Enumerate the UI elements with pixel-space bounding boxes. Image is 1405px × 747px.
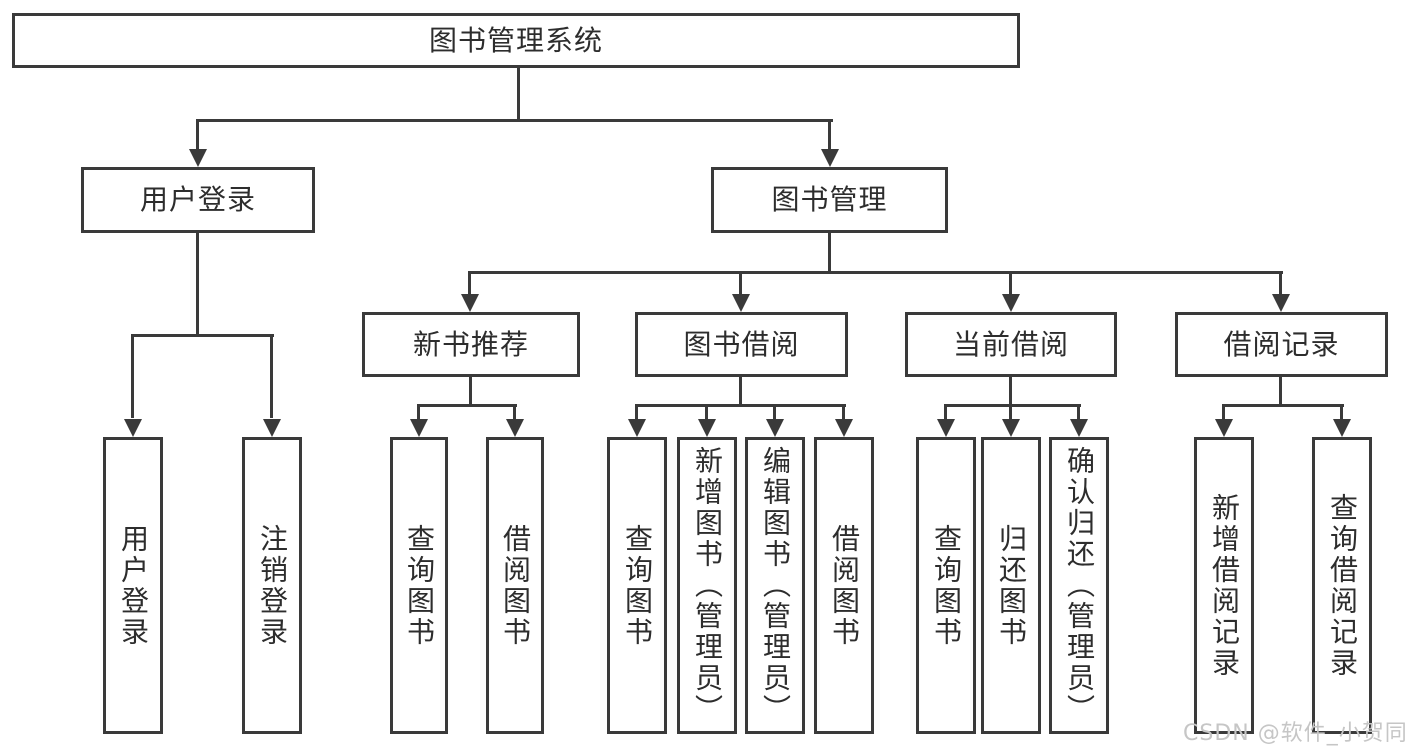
node-user-login: 用户登录 [81, 167, 315, 233]
connector-line [270, 334, 273, 418]
node-book-management: 图书管理 [711, 167, 948, 233]
arrow-down-icon [1002, 419, 1020, 437]
node-new-book-recommend: 新书推荐 [362, 312, 580, 377]
connector-line [705, 404, 708, 419]
connector-line [1222, 404, 1225, 419]
connector-line [196, 233, 199, 336]
arrow-down-icon [506, 419, 524, 437]
arrow-down-icon [766, 419, 784, 437]
connector-line [1009, 404, 1012, 419]
node-leaf-query-books-recommend: 查询图书 [390, 437, 448, 734]
node-leaf-return-books: 归还图书 [981, 437, 1041, 734]
connector-line [1279, 271, 1282, 296]
connector-line [1077, 404, 1080, 419]
connector-line [417, 404, 517, 407]
connector-line [1009, 271, 1012, 296]
node-leaf-confirm-return-admin: 确认归还（管理员） [1049, 437, 1109, 734]
connector-line [1222, 404, 1344, 407]
connector-line [842, 404, 845, 419]
node-leaf-borrow-books-recommend: 借阅图书 [486, 437, 544, 734]
arrow-down-icon [189, 149, 207, 167]
arrow-down-icon [835, 419, 853, 437]
connector-line [196, 119, 833, 122]
node-root: 图书管理系统 [12, 13, 1020, 68]
connector-line [635, 404, 638, 419]
connector-line [828, 119, 831, 151]
node-leaf-user-login: 用户登录 [103, 437, 163, 734]
connector-line [944, 404, 947, 419]
arrow-down-icon [732, 294, 750, 312]
connector-line [773, 404, 776, 419]
arrow-down-icon [1272, 294, 1290, 312]
connector-line [944, 404, 1081, 407]
node-current-borrowing: 当前借阅 [905, 312, 1117, 377]
connector-line [131, 334, 274, 337]
arrow-down-icon [1002, 294, 1020, 312]
arrow-down-icon [410, 419, 428, 437]
arrow-down-icon [1070, 419, 1088, 437]
node-leaf-borrow-books: 借阅图书 [814, 437, 874, 734]
arrow-down-icon [937, 419, 955, 437]
arrow-down-icon [698, 419, 716, 437]
connector-line [131, 334, 134, 418]
connector-line [469, 377, 472, 406]
node-leaf-logout: 注销登录 [242, 437, 302, 734]
arrow-down-icon [124, 419, 142, 437]
connector-line [468, 271, 1283, 274]
arrow-down-icon [821, 149, 839, 167]
arrow-down-icon [628, 419, 646, 437]
arrow-down-icon [1333, 419, 1351, 437]
node-leaf-add-books-admin: 新增图书（管理员） [677, 437, 737, 734]
connector-line [517, 68, 520, 121]
connector-line [635, 404, 846, 407]
arrow-down-icon [263, 419, 281, 437]
watermark: CSDN @软件_小贺同学 [1183, 721, 1405, 746]
connector-line [1279, 377, 1282, 406]
connector-line [828, 233, 831, 273]
node-book-borrowing: 图书借阅 [635, 312, 848, 377]
connector-line [468, 271, 471, 296]
connector-line [739, 271, 742, 296]
connector-line [196, 119, 199, 151]
arrow-down-icon [1215, 419, 1233, 437]
node-leaf-query-borrow-record: 查询借阅记录 [1312, 437, 1372, 734]
node-leaf-add-borrow-record: 新增借阅记录 [1194, 437, 1254, 734]
node-leaf-query-books-borrowing: 查询图书 [607, 437, 667, 734]
connector-line [513, 404, 516, 419]
node-borrowing-records: 借阅记录 [1175, 312, 1388, 377]
connector-line [417, 404, 420, 419]
node-leaf-edit-books-admin: 编辑图书（管理员） [745, 437, 805, 734]
connector-line [739, 377, 742, 406]
connector-line [1340, 404, 1343, 419]
connector-line [1009, 377, 1012, 406]
arrow-down-icon [461, 294, 479, 312]
node-leaf-query-books-current: 查询图书 [916, 437, 976, 734]
